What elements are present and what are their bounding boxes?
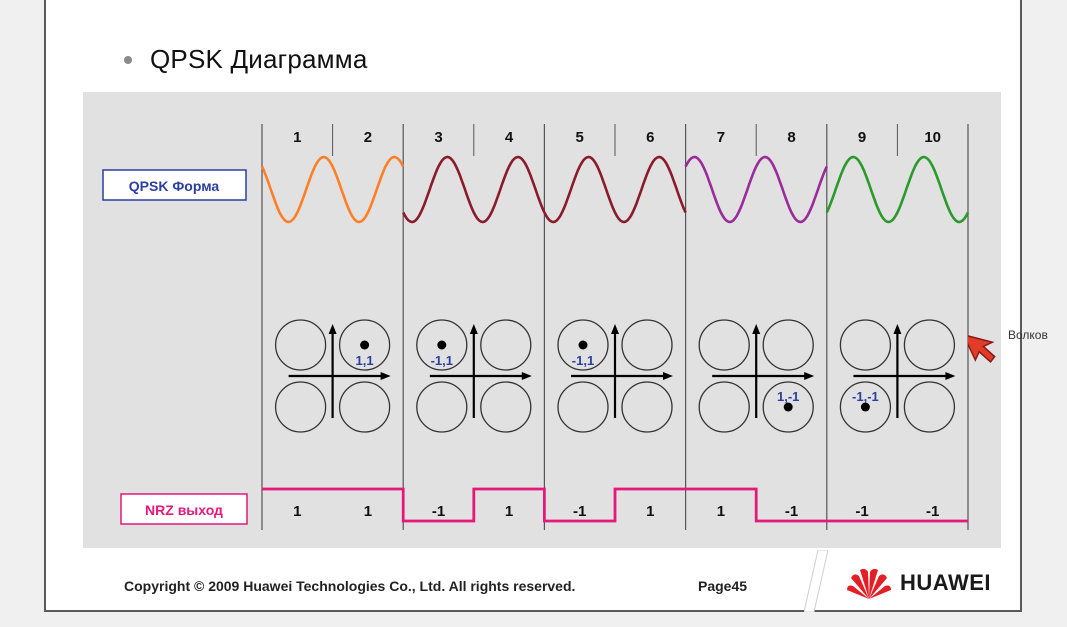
symbol-label: -1,-1 (852, 389, 879, 404)
bit-number: 9 (858, 129, 866, 146)
axis-arrow-icon (945, 372, 956, 380)
nrz-value: -1 (785, 503, 798, 520)
bit-number: 2 (364, 129, 372, 146)
nrz-label: NRZ выход (145, 502, 223, 518)
author-name: Волков (1008, 328, 1048, 342)
nrz-value: -1 (573, 503, 586, 520)
constellation: 1,-1 (698, 319, 815, 433)
nrz-value: 1 (505, 503, 513, 520)
waveform-segment (825, 155, 970, 224)
nrz-label-box (120, 493, 248, 525)
copyright-text: Copyright © 2009 Huawei Technologies Co.… (124, 578, 576, 594)
symbol-point (360, 340, 370, 350)
symbol-point (860, 402, 870, 412)
slide-title: QPSK Диаграмма (150, 44, 368, 74)
waveform-segment (684, 155, 828, 224)
symbol-label: -1,1 (572, 353, 594, 368)
axis-arrow-icon (469, 324, 478, 334)
quadrant-circle (480, 381, 532, 433)
quadrant-circle (621, 319, 673, 371)
quadrant-circle (557, 319, 609, 371)
bit-number: 8 (787, 129, 795, 146)
slide-heading: QPSK Диаграмма (124, 44, 367, 75)
footer-divider (804, 550, 828, 612)
constellation-row: 1,1 -1,1 -1,1 1,-1 -1,-1 (274, 319, 956, 433)
symbol-boundaries (261, 124, 969, 530)
axis-arrow-icon (893, 324, 902, 334)
symbol-point (437, 340, 447, 350)
quadrant-circle (338, 381, 391, 433)
quadrant-circle (839, 381, 892, 433)
quadrant-circle (480, 319, 532, 371)
quadrant-circle (338, 319, 391, 371)
axis-arrow-icon (611, 324, 619, 334)
huawei-brand: HUAWEI (846, 566, 991, 600)
constellation: 1,1 (274, 319, 391, 433)
brand-name: HUAWEI (900, 570, 991, 595)
bullet-icon (124, 55, 132, 64)
slide-footer: Copyright © 2009 Huawei Technologies Co.… (44, 546, 1022, 612)
symbol-label: 1,-1 (777, 389, 799, 404)
waveform-segment (402, 155, 546, 224)
diagram-panel (83, 92, 1001, 548)
quadrant-circle (557, 381, 609, 433)
constellation: -1,1 (557, 319, 673, 433)
nrz-value: 1 (364, 503, 372, 520)
nrz-value: -1 (855, 503, 868, 520)
nrz-value: 1 (646, 503, 654, 520)
quadrant-circle (839, 319, 892, 371)
quadrant-circle (762, 381, 814, 433)
bit-number: 4 (505, 129, 514, 146)
symbol-label: -1,1 (431, 353, 453, 368)
constellation: -1,1 (416, 319, 532, 433)
page-number: Page45 (698, 578, 748, 594)
qpsk-waveform (260, 155, 970, 224)
nrz-value: -1 (432, 503, 445, 520)
quadrant-circle (698, 381, 750, 433)
waveform-segment (260, 155, 405, 224)
symbol-label: 1,1 (356, 353, 374, 368)
bit-number: 10 (924, 129, 941, 146)
waveform-label-box (102, 169, 247, 201)
axis-arrow-icon (380, 372, 391, 380)
quadrant-circle (274, 319, 327, 371)
quadrant-circle (416, 319, 468, 371)
quadrant-circle (416, 381, 468, 433)
nrz-value: 1 (293, 503, 301, 520)
waveform-segment (543, 155, 687, 224)
nrz-value: 1 (717, 503, 725, 520)
axis-arrow-icon (752, 324, 761, 334)
bit-number: 1 (293, 129, 301, 146)
axis-arrow-icon (804, 372, 815, 380)
bit-number: 7 (717, 129, 725, 146)
bit-number: 6 (646, 129, 654, 146)
quadrant-circle (762, 319, 814, 371)
waveform-label: QPSK Форма (129, 178, 220, 194)
nrz-signal-line (262, 487, 968, 523)
bit-number-row: 1 2 3 4 5 6 7 8 9 10 (293, 129, 941, 146)
huawei-logo-icon (847, 568, 891, 599)
nrz-output-row: 1 1 -1 1 -1 1 1 -1 -1 -1 (262, 487, 968, 523)
quadrant-circle (698, 319, 750, 371)
bit-number: 5 (576, 129, 584, 146)
symbol-point (578, 340, 588, 350)
quadrant-circle (903, 319, 956, 371)
axis-arrow-icon (521, 372, 532, 380)
quadrant-circle (621, 381, 673, 433)
bit-number: 3 (434, 129, 442, 146)
axis-arrow-icon (663, 372, 673, 380)
constellation: -1,-1 (839, 319, 956, 433)
nrz-value: -1 (926, 503, 939, 520)
symbol-point (783, 402, 793, 412)
pointer-cursor-icon (968, 333, 996, 363)
quadrant-circle (274, 381, 327, 433)
axis-arrow-icon (328, 324, 337, 334)
quadrant-circle (903, 381, 956, 433)
